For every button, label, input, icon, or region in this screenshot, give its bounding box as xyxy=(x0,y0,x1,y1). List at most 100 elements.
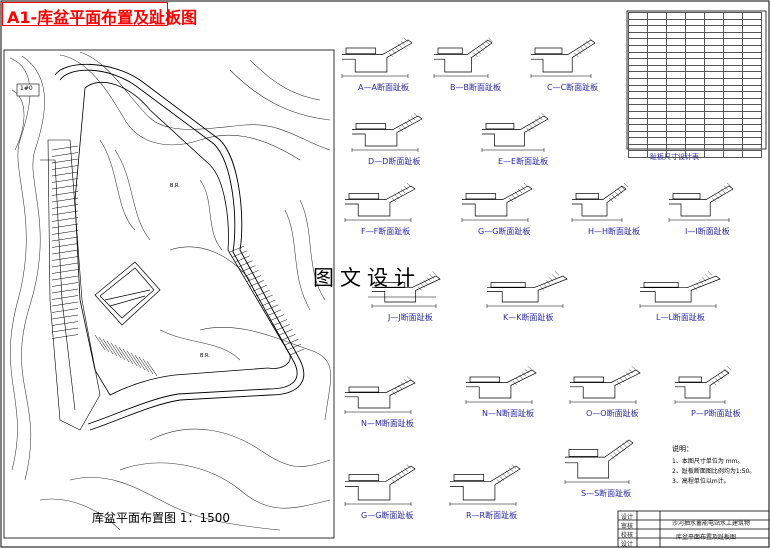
plan-frame xyxy=(3,49,335,539)
dims-table-cell xyxy=(742,137,762,145)
dims-table-cell xyxy=(647,44,667,53)
dims-table-cell xyxy=(742,71,762,79)
dims-table-cell xyxy=(647,143,667,152)
dims-table-cell xyxy=(666,38,686,46)
dims-table-cell xyxy=(685,137,705,145)
dims-table-cell xyxy=(628,143,648,152)
dims-table-cell xyxy=(723,71,743,79)
dims-table-cell xyxy=(685,64,705,73)
dims-table-cell xyxy=(628,12,648,20)
dims-table-cell xyxy=(666,64,686,73)
dims-table-cell xyxy=(628,84,648,93)
dims-table-cell xyxy=(666,137,686,145)
dims-table-cell xyxy=(742,97,762,106)
dims-table-cell xyxy=(723,143,743,152)
plan-label: B.R. xyxy=(170,183,180,189)
section-label: R—R断面趾板 xyxy=(466,511,518,520)
section-label: H—H断面趾板 xyxy=(588,227,641,236)
dims-table-cell xyxy=(685,51,705,60)
dims-table-cell xyxy=(628,110,648,119)
dims-table-cell xyxy=(685,130,705,139)
section-label: P—P断面趾板 xyxy=(691,409,741,418)
dims-table-cell xyxy=(742,150,762,159)
toe-slab-section xyxy=(351,112,423,152)
dims-table-cell xyxy=(647,58,667,66)
dims-table-cell xyxy=(723,31,743,40)
dims-table-cell xyxy=(685,12,705,20)
section-label: K—K断面趾板 xyxy=(503,313,554,322)
dims-table-cell xyxy=(666,104,686,112)
dims-table-cell xyxy=(704,31,724,40)
dims-table-cell xyxy=(666,44,686,53)
note-line: 2、趾板断面图比例均为1:50。 xyxy=(672,468,756,475)
note-line: 3、高程单位以m计。 xyxy=(672,478,730,485)
dims-table-cell xyxy=(742,77,762,86)
dims-table-cell xyxy=(704,97,724,106)
dims-table-cell xyxy=(647,137,667,145)
dims-table-cell xyxy=(647,25,667,33)
title-block-cell: 审核 xyxy=(621,523,634,530)
dims-table-caption: 趾板尺寸设计表 xyxy=(650,153,699,161)
title-block xyxy=(617,510,770,548)
dims-table-cell xyxy=(647,64,667,73)
dims-table-cell xyxy=(685,31,705,40)
dims-table-cell xyxy=(666,77,686,86)
dims-table-cell xyxy=(723,44,743,53)
dims-table-cell xyxy=(628,104,648,112)
dims-table-cell xyxy=(742,44,762,53)
dims-table-cell xyxy=(742,38,762,46)
dims-table-cell xyxy=(742,12,762,20)
dims-table-cell xyxy=(742,64,762,73)
title-block-cell: 校核 xyxy=(621,532,634,539)
dims-table-cell xyxy=(723,104,743,112)
dims-table-cell xyxy=(723,51,743,60)
dims-table-cell xyxy=(685,38,705,46)
toe-slab-section xyxy=(461,182,533,222)
dims-table-cell xyxy=(628,117,648,126)
dims-table-cell xyxy=(685,77,705,86)
toe-slab-section xyxy=(668,182,734,222)
section-label: G—G断面趾板 xyxy=(478,227,531,236)
section-label: B—B断面趾板 xyxy=(450,83,501,92)
toe-slab-section xyxy=(465,366,537,404)
dims-table-cell xyxy=(647,124,667,132)
dims-table-cell xyxy=(666,71,686,79)
dims-table-cell xyxy=(647,91,667,99)
watermark-text: 图文设计 xyxy=(313,266,421,290)
dims-table-cell xyxy=(723,91,743,99)
dims-table-cell xyxy=(704,104,724,112)
dims-table-cell xyxy=(704,64,724,73)
dims-table-cell xyxy=(704,84,724,93)
dims-table-cell xyxy=(704,18,724,27)
dims-table-cell xyxy=(723,137,743,145)
plan-label: 1#0 xyxy=(20,85,33,92)
dims-table-cell xyxy=(742,130,762,139)
dims-table-cell xyxy=(666,25,686,33)
dims-table-cell xyxy=(647,84,667,93)
dam-hatching xyxy=(51,145,305,377)
dims-table-cell xyxy=(647,71,667,79)
toe-slab-section xyxy=(481,112,549,152)
dims-table-cell xyxy=(628,18,648,27)
label-box xyxy=(16,83,40,97)
dims-table-cell xyxy=(647,104,667,112)
terrain-contours xyxy=(9,51,331,531)
dims-table-cell xyxy=(647,38,667,46)
dims-table-cell xyxy=(685,44,705,53)
dims-table-cell xyxy=(647,77,667,86)
access-road xyxy=(54,63,305,431)
dims-table-cell xyxy=(704,110,724,119)
dims-table-cell xyxy=(666,124,686,132)
dims-table-cell xyxy=(628,25,648,33)
dims-table-cell xyxy=(704,51,724,60)
dims-table-cell xyxy=(704,124,724,132)
dims-table-cell xyxy=(704,58,724,66)
dims-table-cell xyxy=(647,51,667,60)
dims-table-cell xyxy=(685,58,705,66)
plan-label: B.R. xyxy=(200,353,210,359)
dims-table-cell xyxy=(666,110,686,119)
toe-slab-section xyxy=(571,182,629,222)
dims-table-cell xyxy=(704,12,724,20)
